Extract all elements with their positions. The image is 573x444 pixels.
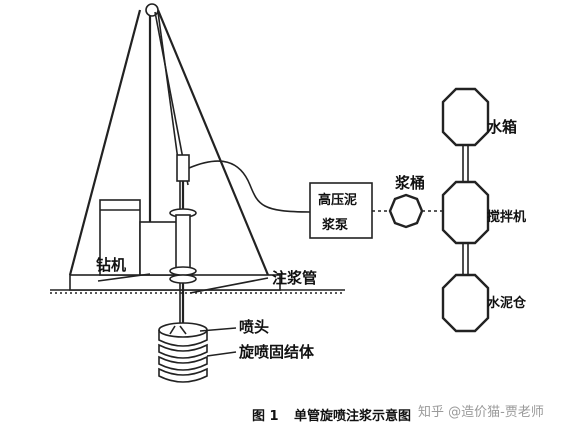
caption-title: 单管旋喷注浆示意图 [294, 408, 411, 424]
leaders [97, 273, 269, 357]
water-tank [441, 87, 490, 147]
label-water-tank: 水箱 [487, 118, 517, 136]
jet-column [158, 322, 208, 383]
high-pressure-pump [309, 182, 373, 239]
label-pump-line2: 浆泵 [321, 217, 348, 233]
slurry-bucket [388, 193, 424, 229]
label-slurry-bucket: 浆桶 [395, 174, 425, 192]
drill-rig [68, 3, 281, 291]
label-mixer: 搅拌机 [487, 209, 526, 225]
vertical-connectors [462, 145, 469, 275]
mixer [441, 180, 490, 245]
label-drill-rig: 钻机 [96, 256, 126, 274]
label-cement-silo: 水泥仓 [487, 295, 527, 311]
caption-number: 图 1 [252, 409, 279, 424]
cement-silo [441, 273, 490, 333]
label-grout-pipe: 注浆管 [272, 269, 317, 287]
label-jet-body: 旋喷固结体 [238, 343, 315, 361]
label-nozzle: 喷头 [239, 318, 269, 336]
grout-pipe [169, 154, 311, 325]
label-pump-line1: 高压泥 [318, 192, 357, 208]
watermark: 知乎 @造价猫-贾老师 [418, 404, 544, 420]
